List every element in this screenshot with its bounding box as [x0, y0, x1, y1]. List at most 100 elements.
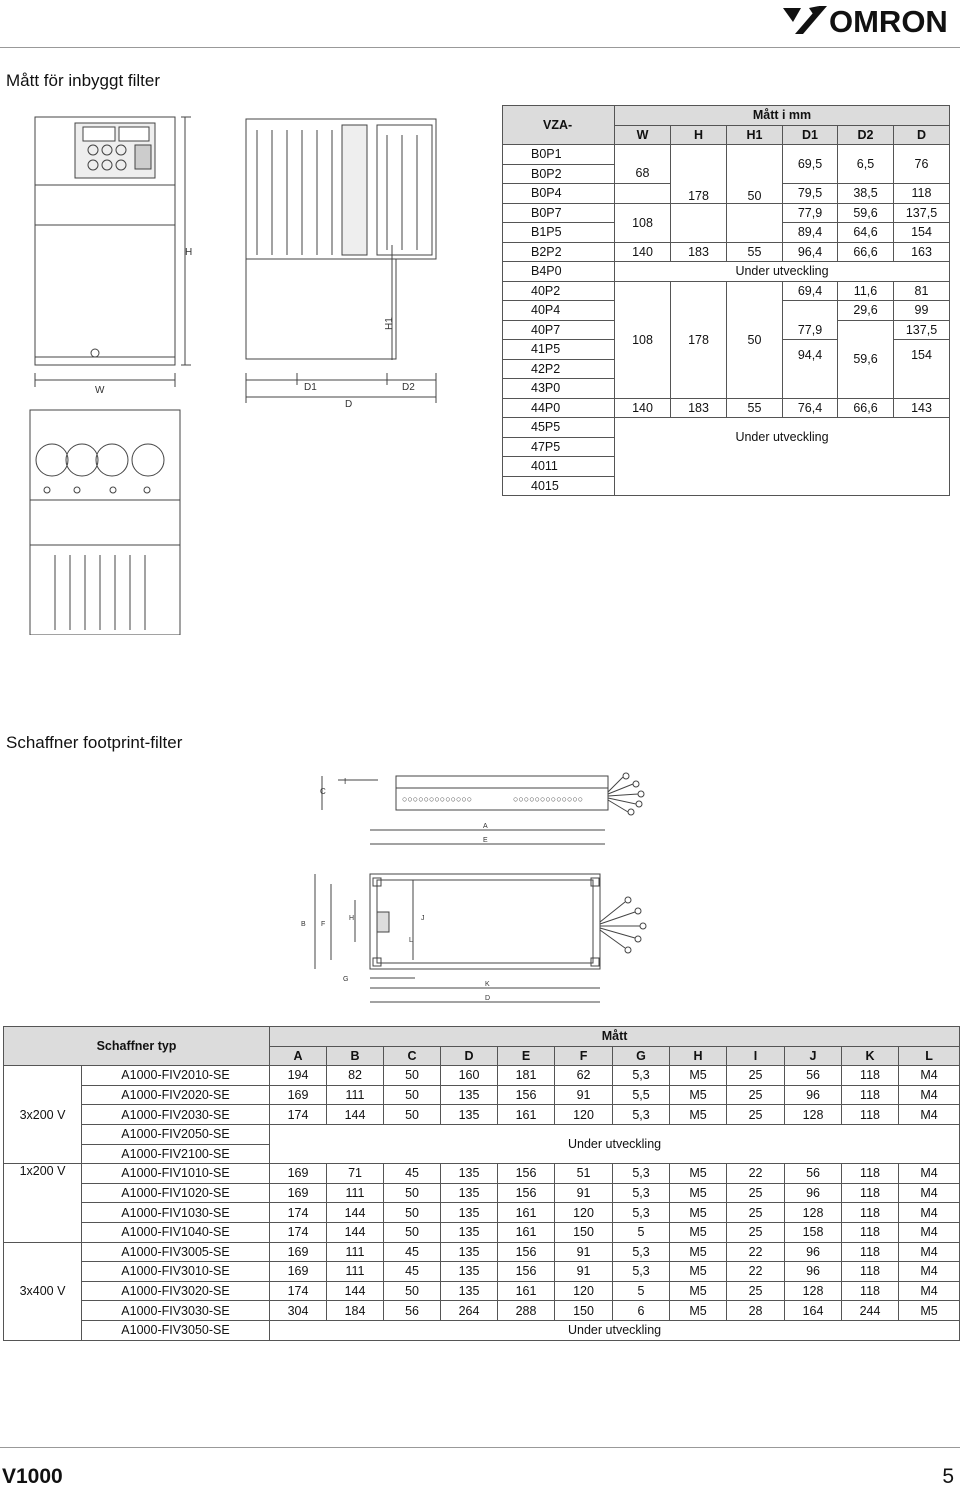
- value-cell: 135: [440, 1241, 499, 1263]
- value-cell: 25: [726, 1065, 786, 1086]
- group-header-dims: Mått i mm: [614, 105, 950, 126]
- dim-label-h1: H1: [384, 317, 395, 330]
- value-cell: 118: [841, 1065, 900, 1086]
- value-cell: 118: [841, 1202, 900, 1223]
- value-cell: 91: [554, 1241, 614, 1263]
- value-cell: 77,9: [782, 202, 838, 223]
- value-cell: M5: [669, 1104, 728, 1125]
- footer-model: V1000: [2, 1465, 63, 1488]
- value-cell: 264: [440, 1300, 499, 1321]
- model-cell: A1000-FIV2030-SE: [80, 1104, 271, 1125]
- value-cell: 22: [726, 1261, 786, 1282]
- filter-plan-drawing: A E B F H J L G K D: [301, 823, 647, 1003]
- svg-text:○○○○○○○○○○○○○: ○○○○○○○○○○○○○: [513, 795, 583, 805]
- schaffner-dimension-table: Schaffner typ Mått A B C D E F G H I J K…: [2, 1025, 960, 1341]
- model-cell: A1000-FIV1010-SE: [80, 1163, 271, 1184]
- model-cell: B1P5: [502, 222, 615, 243]
- value-cell: 118: [841, 1221, 900, 1243]
- dim-label-a: A: [483, 823, 488, 830]
- value-cell: 56: [383, 1300, 442, 1321]
- value-cell: 5,3: [612, 1104, 671, 1125]
- value-cell: 96: [784, 1241, 843, 1263]
- value-cell: 156: [497, 1182, 556, 1204]
- omron-logo: OMRON: [783, 4, 948, 39]
- dim-label-l: L: [409, 937, 413, 944]
- value-cell: 96,4: [782, 241, 838, 262]
- value-cell: 91: [554, 1084, 614, 1106]
- value-cell: 94,4: [782, 339, 838, 399]
- value-cell: M5: [669, 1241, 728, 1263]
- value-cell: 135: [440, 1182, 499, 1204]
- value-cell: 244: [841, 1300, 900, 1321]
- value-cell: 69,5: [782, 144, 838, 184]
- value-cell: 56: [784, 1065, 843, 1086]
- value-cell: 144: [326, 1202, 385, 1223]
- value-cell: 111: [326, 1182, 385, 1204]
- value-cell: 169: [269, 1163, 328, 1184]
- value-cell: M5: [669, 1280, 728, 1302]
- footer-rule: [0, 1447, 960, 1448]
- value-cell: 108: [614, 280, 671, 399]
- value-cell: 111: [326, 1241, 385, 1263]
- value-cell: 22: [726, 1163, 786, 1184]
- value-cell: [670, 202, 727, 223]
- col-header-w: W: [614, 124, 671, 145]
- table-row: 40P2 108 178 50 69,4 11,6 81: [502, 280, 950, 399]
- value-cell: M5: [669, 1261, 728, 1282]
- filter-side-drawing: ○○○○○○○○○○○○○ ○○○○○○○○○○○○○ C I: [320, 772, 645, 816]
- value-cell: 22: [726, 1241, 786, 1263]
- value-cell: 137,5: [893, 319, 950, 340]
- value-cell: 174: [269, 1202, 328, 1223]
- value-cell: M5: [898, 1300, 960, 1321]
- value-cell: 161: [497, 1202, 556, 1223]
- value-cell: 160: [440, 1065, 499, 1086]
- table-row: B1P5 89,4 64,6 154: [502, 222, 950, 243]
- drive-front-drawing: H W: [29, 116, 192, 635]
- value-cell: 144: [326, 1104, 385, 1125]
- value-cell: 77,9: [782, 320, 838, 340]
- value-cell: [614, 183, 671, 203]
- model-cell: 40P2: [502, 280, 615, 301]
- value-cell: 150: [554, 1300, 614, 1321]
- value-cell: 128: [784, 1202, 843, 1223]
- value-cell: 50: [383, 1104, 442, 1125]
- col-header-a: A: [269, 1045, 328, 1067]
- section-title-filter: Mått för inbyggt filter: [6, 71, 161, 90]
- voltage-group-label: 3x200 V: [3, 1065, 82, 1165]
- value-cell: 108: [614, 202, 671, 243]
- model-cell: 44P0: [502, 397, 615, 418]
- value-cell: 118: [841, 1241, 900, 1263]
- value-cell: [782, 300, 838, 320]
- model-cell: 40P7: [502, 319, 615, 340]
- value-cell: 5,3: [612, 1182, 671, 1204]
- value-cell: 96: [784, 1261, 843, 1282]
- value-cell: 135: [440, 1280, 499, 1302]
- value-cell: 154: [893, 222, 950, 243]
- value-cell: 50: [383, 1280, 442, 1302]
- dim-label-j: J: [421, 915, 425, 922]
- col-header-d: D: [893, 124, 950, 145]
- value-cell: 79,5: [782, 183, 838, 204]
- value-cell: 6: [612, 1300, 671, 1321]
- model-cell: A1000-FIV1040-SE: [80, 1221, 271, 1243]
- dim-label-k: K: [485, 981, 490, 988]
- value-cell: 128: [784, 1104, 843, 1125]
- dim-label-f: F: [321, 921, 325, 928]
- value-cell: 69,4: [782, 280, 838, 301]
- value-cell: 135: [440, 1104, 499, 1125]
- model-cell: A1000-FIV2050-SE: [80, 1123, 271, 1145]
- value-cell: 55: [726, 397, 783, 418]
- under-development-cell: Under utveckling: [269, 1319, 960, 1341]
- value-cell: 5,3: [612, 1261, 671, 1282]
- col-header-l: L: [898, 1045, 960, 1067]
- value-cell: 118: [841, 1084, 900, 1106]
- col-header-vza: VZA-: [502, 105, 615, 145]
- value-cell: 64,6: [837, 222, 894, 243]
- value-cell: M4: [898, 1202, 960, 1223]
- value-cell: 50: [383, 1084, 442, 1106]
- value-cell: 163: [893, 241, 950, 262]
- value-cell: 178: [670, 280, 727, 399]
